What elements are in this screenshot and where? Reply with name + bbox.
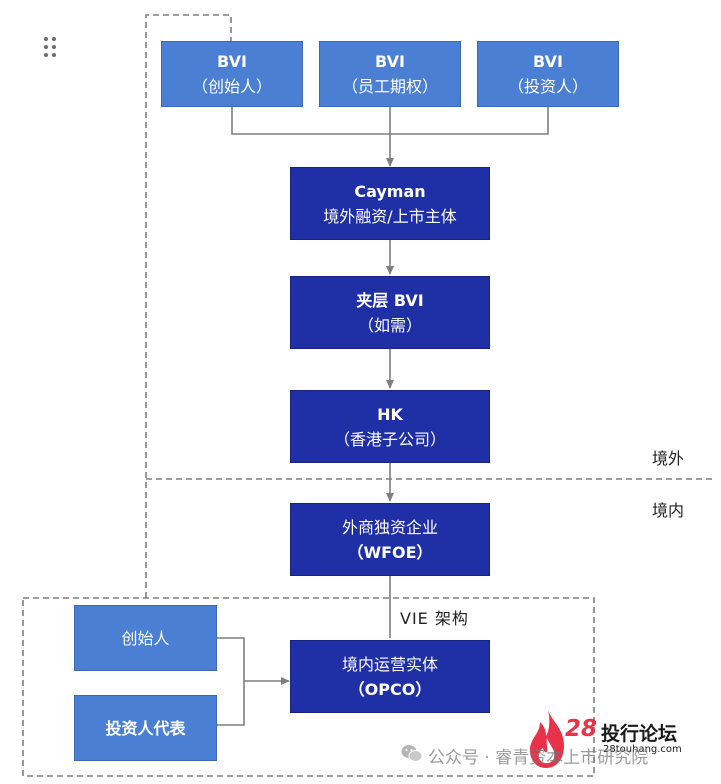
offshore-label: 境外 [652, 449, 685, 468]
bvi-esop-box: BVI （员工期权） [319, 41, 461, 107]
cayman-subtitle: 境外融资/上市主体 [323, 206, 457, 226]
bvi-investor-title: BVI [533, 52, 563, 71]
drag-handle-icon[interactable] [44, 37, 60, 59]
cayman-box: Cayman 境外融资/上市主体 [290, 167, 490, 240]
wfoe-title: 外商独资企业 [341, 517, 438, 537]
founder-merge-line [217, 637, 245, 726]
bvi-investor-subtitle: （投资人） [507, 77, 588, 96]
offshore-boundary-line [145, 14, 232, 598]
brand-url: 28touhang.com [603, 744, 682, 755]
cayman-title: Cayman [354, 181, 426, 201]
hk-title: HK [377, 404, 403, 424]
bvi-investor-box: BVI （投资人） [477, 41, 619, 107]
bvi-founder-subtitle: （创始人） [191, 77, 272, 96]
onshore-label: 境内 [652, 501, 685, 520]
wechat-icon [401, 745, 423, 762]
mid-bvi-title: 夹层 BVI [356, 290, 424, 310]
founder-box: 创始人 [74, 605, 217, 671]
bvi-esop-subtitle: （员工期权） [341, 77, 438, 96]
wfoe-subtitle: （WFOE） [347, 542, 433, 562]
watermark-source-text: 公众号 · 睿青资本上市研究院 [428, 748, 649, 768]
wfoe-box: 外商独资企业 （WFOE） [290, 503, 490, 576]
vie-label: VIE 架构 [400, 609, 469, 628]
bvi-founder-title: BVI [217, 52, 247, 71]
hk-box: HK （香港子公司） [290, 390, 490, 463]
founder-label: 创始人 [121, 628, 170, 648]
investor-rep-label: 投资人代表 [105, 718, 186, 738]
hk-subtitle: （香港子公司） [333, 429, 446, 449]
opco-subtitle: （OPCO） [348, 679, 432, 699]
brand-number: 28 [565, 716, 598, 742]
opco-title: 境内运营实体 [341, 654, 438, 674]
mid-bvi-subtitle: （如需） [357, 315, 422, 335]
flame-logo-icon [530, 710, 564, 768]
brand-name: 投行论坛 [601, 723, 678, 745]
investor-rep-box: 投资人代表 [74, 695, 217, 761]
bvi-esop-title: BVI [375, 52, 405, 71]
vie-region [22, 597, 595, 777]
opco-box: 境内运营实体 （OPCO） [290, 640, 490, 713]
bvi-founder-box: BVI （创始人） [161, 41, 303, 107]
mid-bvi-box: 夹层 BVI （如需） [290, 276, 490, 349]
